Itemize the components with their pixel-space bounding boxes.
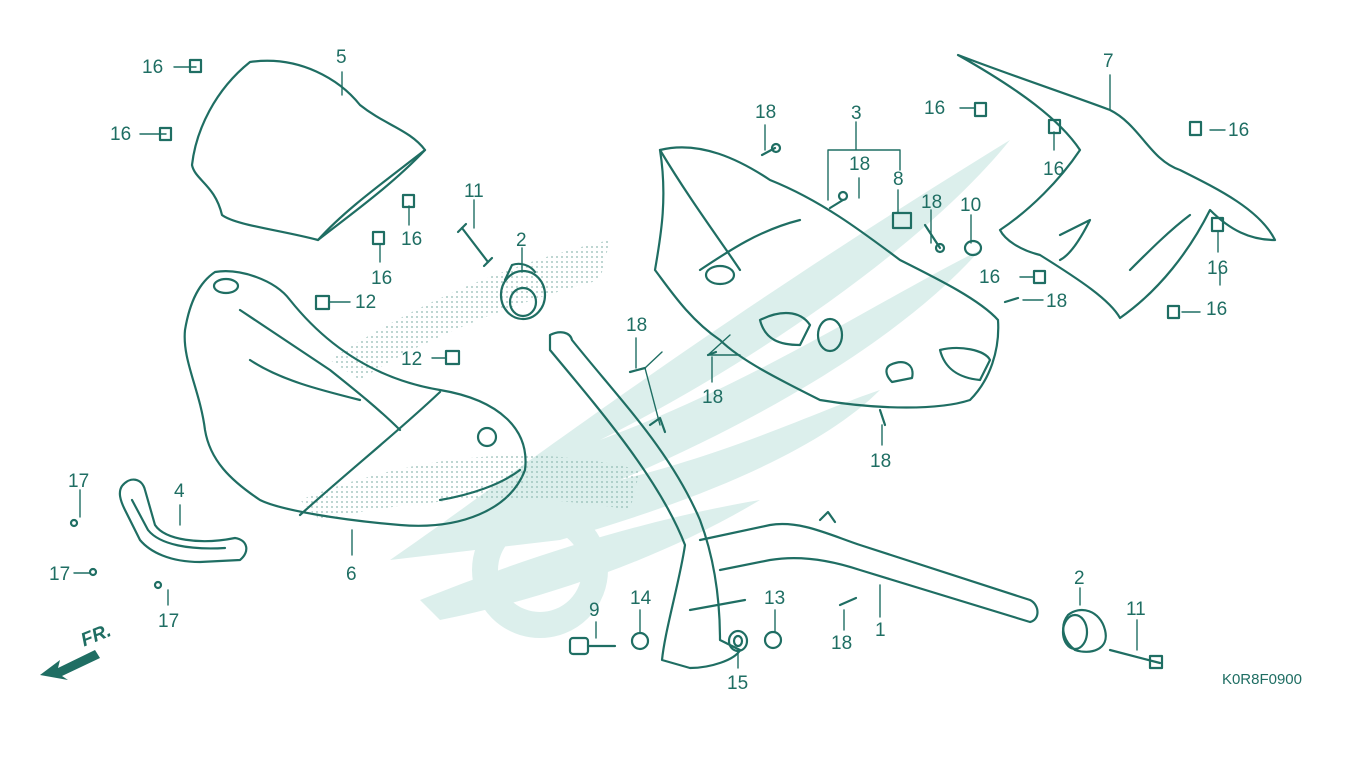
bolt-part-9: [568, 636, 617, 656]
callout-label: 18: [702, 387, 724, 408]
callout-label: 5: [336, 47, 347, 68]
dotted-shading-band: [300, 240, 640, 520]
callout-label: 1: [875, 620, 886, 641]
callout-label: 17: [68, 471, 90, 492]
front-direction-arrow-icon: [40, 650, 100, 680]
callout-label: 8: [893, 169, 904, 190]
bolt-part-11-right: [1108, 648, 1164, 670]
callout-label: 16: [924, 98, 946, 119]
callout-label: 9: [589, 600, 600, 621]
screw-part-18: [628, 142, 1020, 607]
callout-label: 6: [346, 564, 357, 585]
callout-label: 7: [1103, 51, 1114, 72]
bracket-part-4: [118, 478, 248, 564]
callout-label: 3: [851, 103, 862, 124]
bar-end-weight-part-2-right: [1061, 608, 1107, 653]
callout-label: 16: [979, 267, 1001, 288]
callout-label: 16: [110, 124, 132, 145]
windscreen-part-5: [190, 59, 427, 242]
callout-label: 16: [401, 229, 423, 250]
washer-part-15: [727, 629, 749, 653]
callout-label: 11: [464, 181, 484, 202]
callout-label: 18: [831, 633, 853, 654]
callout-label: 10: [960, 195, 982, 216]
callout-label: 12: [355, 292, 377, 313]
callout-label: 18: [1046, 291, 1068, 312]
callout-label: 18: [626, 315, 648, 336]
callout-label: 18: [849, 154, 871, 175]
callout-label: 16: [1206, 299, 1228, 320]
rear-cover-part-3: [653, 146, 1000, 409]
upper-cover-part-7: [956, 53, 1277, 320]
watermark-wing-logo: [390, 140, 1010, 638]
callout-label: 11: [1126, 599, 1146, 620]
callout-label: 15: [727, 673, 749, 694]
callout-label: 13: [764, 588, 786, 609]
callout-label: 2: [516, 230, 527, 251]
washer-part-13: [763, 630, 783, 650]
clip-part-17: [69, 518, 163, 590]
callout-label: 16: [1207, 258, 1229, 279]
callout-label: 4: [174, 481, 185, 502]
callout-label: 18: [870, 451, 892, 472]
callout-label: 17: [158, 611, 180, 632]
washer-part-14: [630, 631, 650, 651]
bolt-part-11-left: [456, 222, 494, 268]
callout-label: 17: [49, 564, 71, 585]
front-cover-part-6: [183, 270, 527, 527]
callout-label: 14: [630, 588, 652, 609]
callout-label: 16: [142, 57, 164, 78]
callout-label: 16: [1043, 159, 1065, 180]
callout-label: 12: [401, 349, 423, 370]
callout-label: 16: [1228, 120, 1250, 141]
nut-part-8: [891, 211, 913, 230]
callout-label: 16: [371, 268, 393, 289]
leader-lines: [73, 66, 1226, 669]
callout-label: 18: [755, 102, 777, 123]
clip-part-16: [158, 58, 1225, 320]
callout-label: 18: [921, 192, 943, 213]
nut-part-10: [963, 239, 983, 257]
callout-label: 2: [1074, 568, 1085, 589]
diagram-code: K0R8F0900: [1221, 671, 1302, 688]
bar-end-weight-part-2-left: [499, 262, 547, 321]
